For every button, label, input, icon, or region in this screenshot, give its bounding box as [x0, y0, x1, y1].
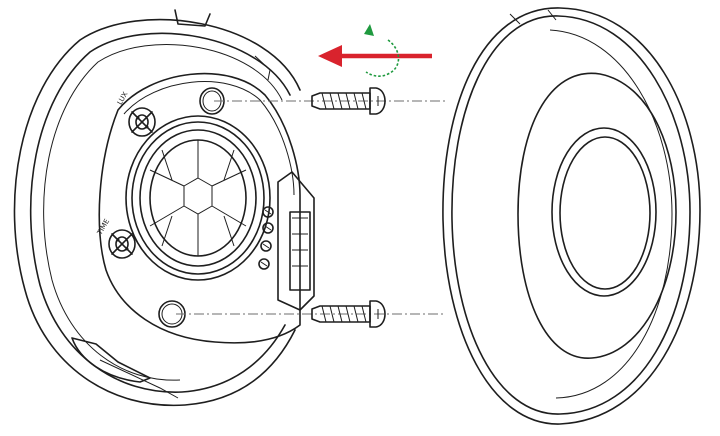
rotation-indicator — [364, 24, 400, 77]
lux-knob: LUX — [116, 90, 156, 137]
lux-knob-label: LUX — [116, 90, 130, 106]
lower-screw — [311, 300, 386, 328]
direction-arrow — [318, 45, 432, 67]
time-knob-label: TIME — [95, 218, 111, 237]
upper-screw — [311, 87, 386, 115]
terminal-block — [258, 171, 315, 311]
sensor-base-plate: LUX TIME — [13, 9, 315, 407]
sensor-cover — [442, 7, 701, 425]
